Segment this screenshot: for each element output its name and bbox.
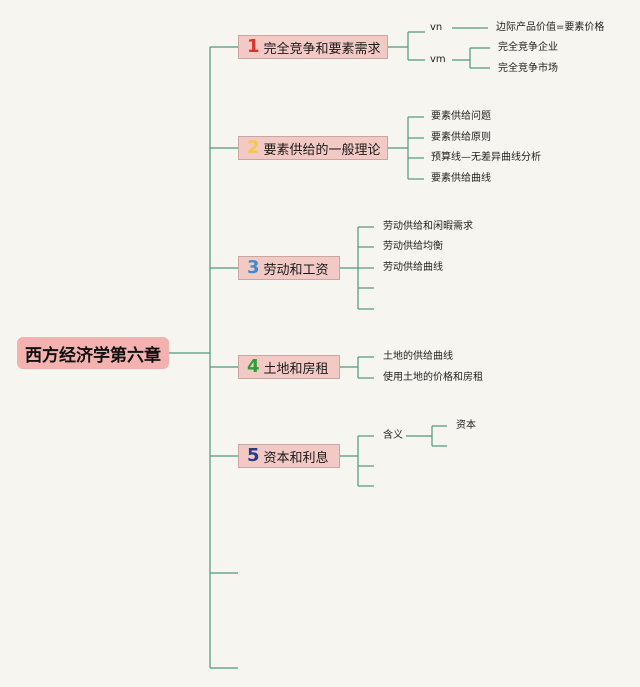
branch-2-node[interactable]: 2 要素供给的一般理论 bbox=[238, 136, 388, 160]
b3-item-1[interactable]: 劳动供给和闲暇需求 bbox=[383, 221, 473, 232]
branch-5-number: 5 bbox=[247, 445, 260, 466]
b2-item-4[interactable]: 要素供给曲线 bbox=[431, 173, 491, 184]
branch-1-number: 1 bbox=[247, 36, 260, 57]
b2-item-2[interactable]: 要素供给原则 bbox=[431, 132, 491, 143]
branch-4-label: 土地和房租 bbox=[263, 361, 329, 377]
root-node[interactable]: 西方经济学第六章 bbox=[17, 337, 169, 369]
branch-2-number: 2 bbox=[247, 137, 260, 158]
b2-item-3[interactable]: 预算线—无差异曲线分析 bbox=[431, 152, 541, 163]
b1-vn-label[interactable]: vn bbox=[430, 22, 443, 33]
branch-3-number: 3 bbox=[247, 257, 260, 278]
branch-5-label: 资本和利息 bbox=[263, 450, 329, 466]
branch-4-node[interactable]: 4 土地和房租 bbox=[238, 355, 340, 379]
branch-5-node[interactable]: 5 资本和利息 bbox=[238, 444, 340, 468]
b1-vm-child-1[interactable]: 完全竞争企业 bbox=[498, 42, 558, 53]
branch-3-label: 劳动和工资 bbox=[263, 262, 329, 278]
branch-1-label: 完全竞争和要素需求 bbox=[263, 41, 381, 57]
b2-item-1[interactable]: 要素供给问题 bbox=[431, 111, 491, 122]
branch-2-label: 要素供给的一般理论 bbox=[263, 142, 381, 158]
b3-item-2[interactable]: 劳动供给均衡 bbox=[383, 241, 443, 252]
branch-1-node[interactable]: 1 完全竞争和要素需求 bbox=[238, 35, 388, 59]
b4-item-1[interactable]: 土地的供给曲线 bbox=[383, 351, 453, 362]
branch-3-node[interactable]: 3 劳动和工资 bbox=[238, 256, 340, 280]
b1-vm-label[interactable]: vm bbox=[430, 54, 446, 65]
b5-item[interactable]: 含义 bbox=[383, 430, 403, 441]
branch-4-number: 4 bbox=[247, 356, 260, 377]
b4-item-2[interactable]: 使用土地的价格和房租 bbox=[383, 372, 483, 383]
b5-sub-item[interactable]: 资本 bbox=[456, 420, 476, 431]
b3-item-3[interactable]: 劳动供给曲线 bbox=[383, 262, 443, 273]
b1-vn-child[interactable]: 边际产品价值=要素价格 bbox=[496, 22, 605, 33]
b1-vm-child-2[interactable]: 完全竞争市场 bbox=[498, 63, 558, 74]
